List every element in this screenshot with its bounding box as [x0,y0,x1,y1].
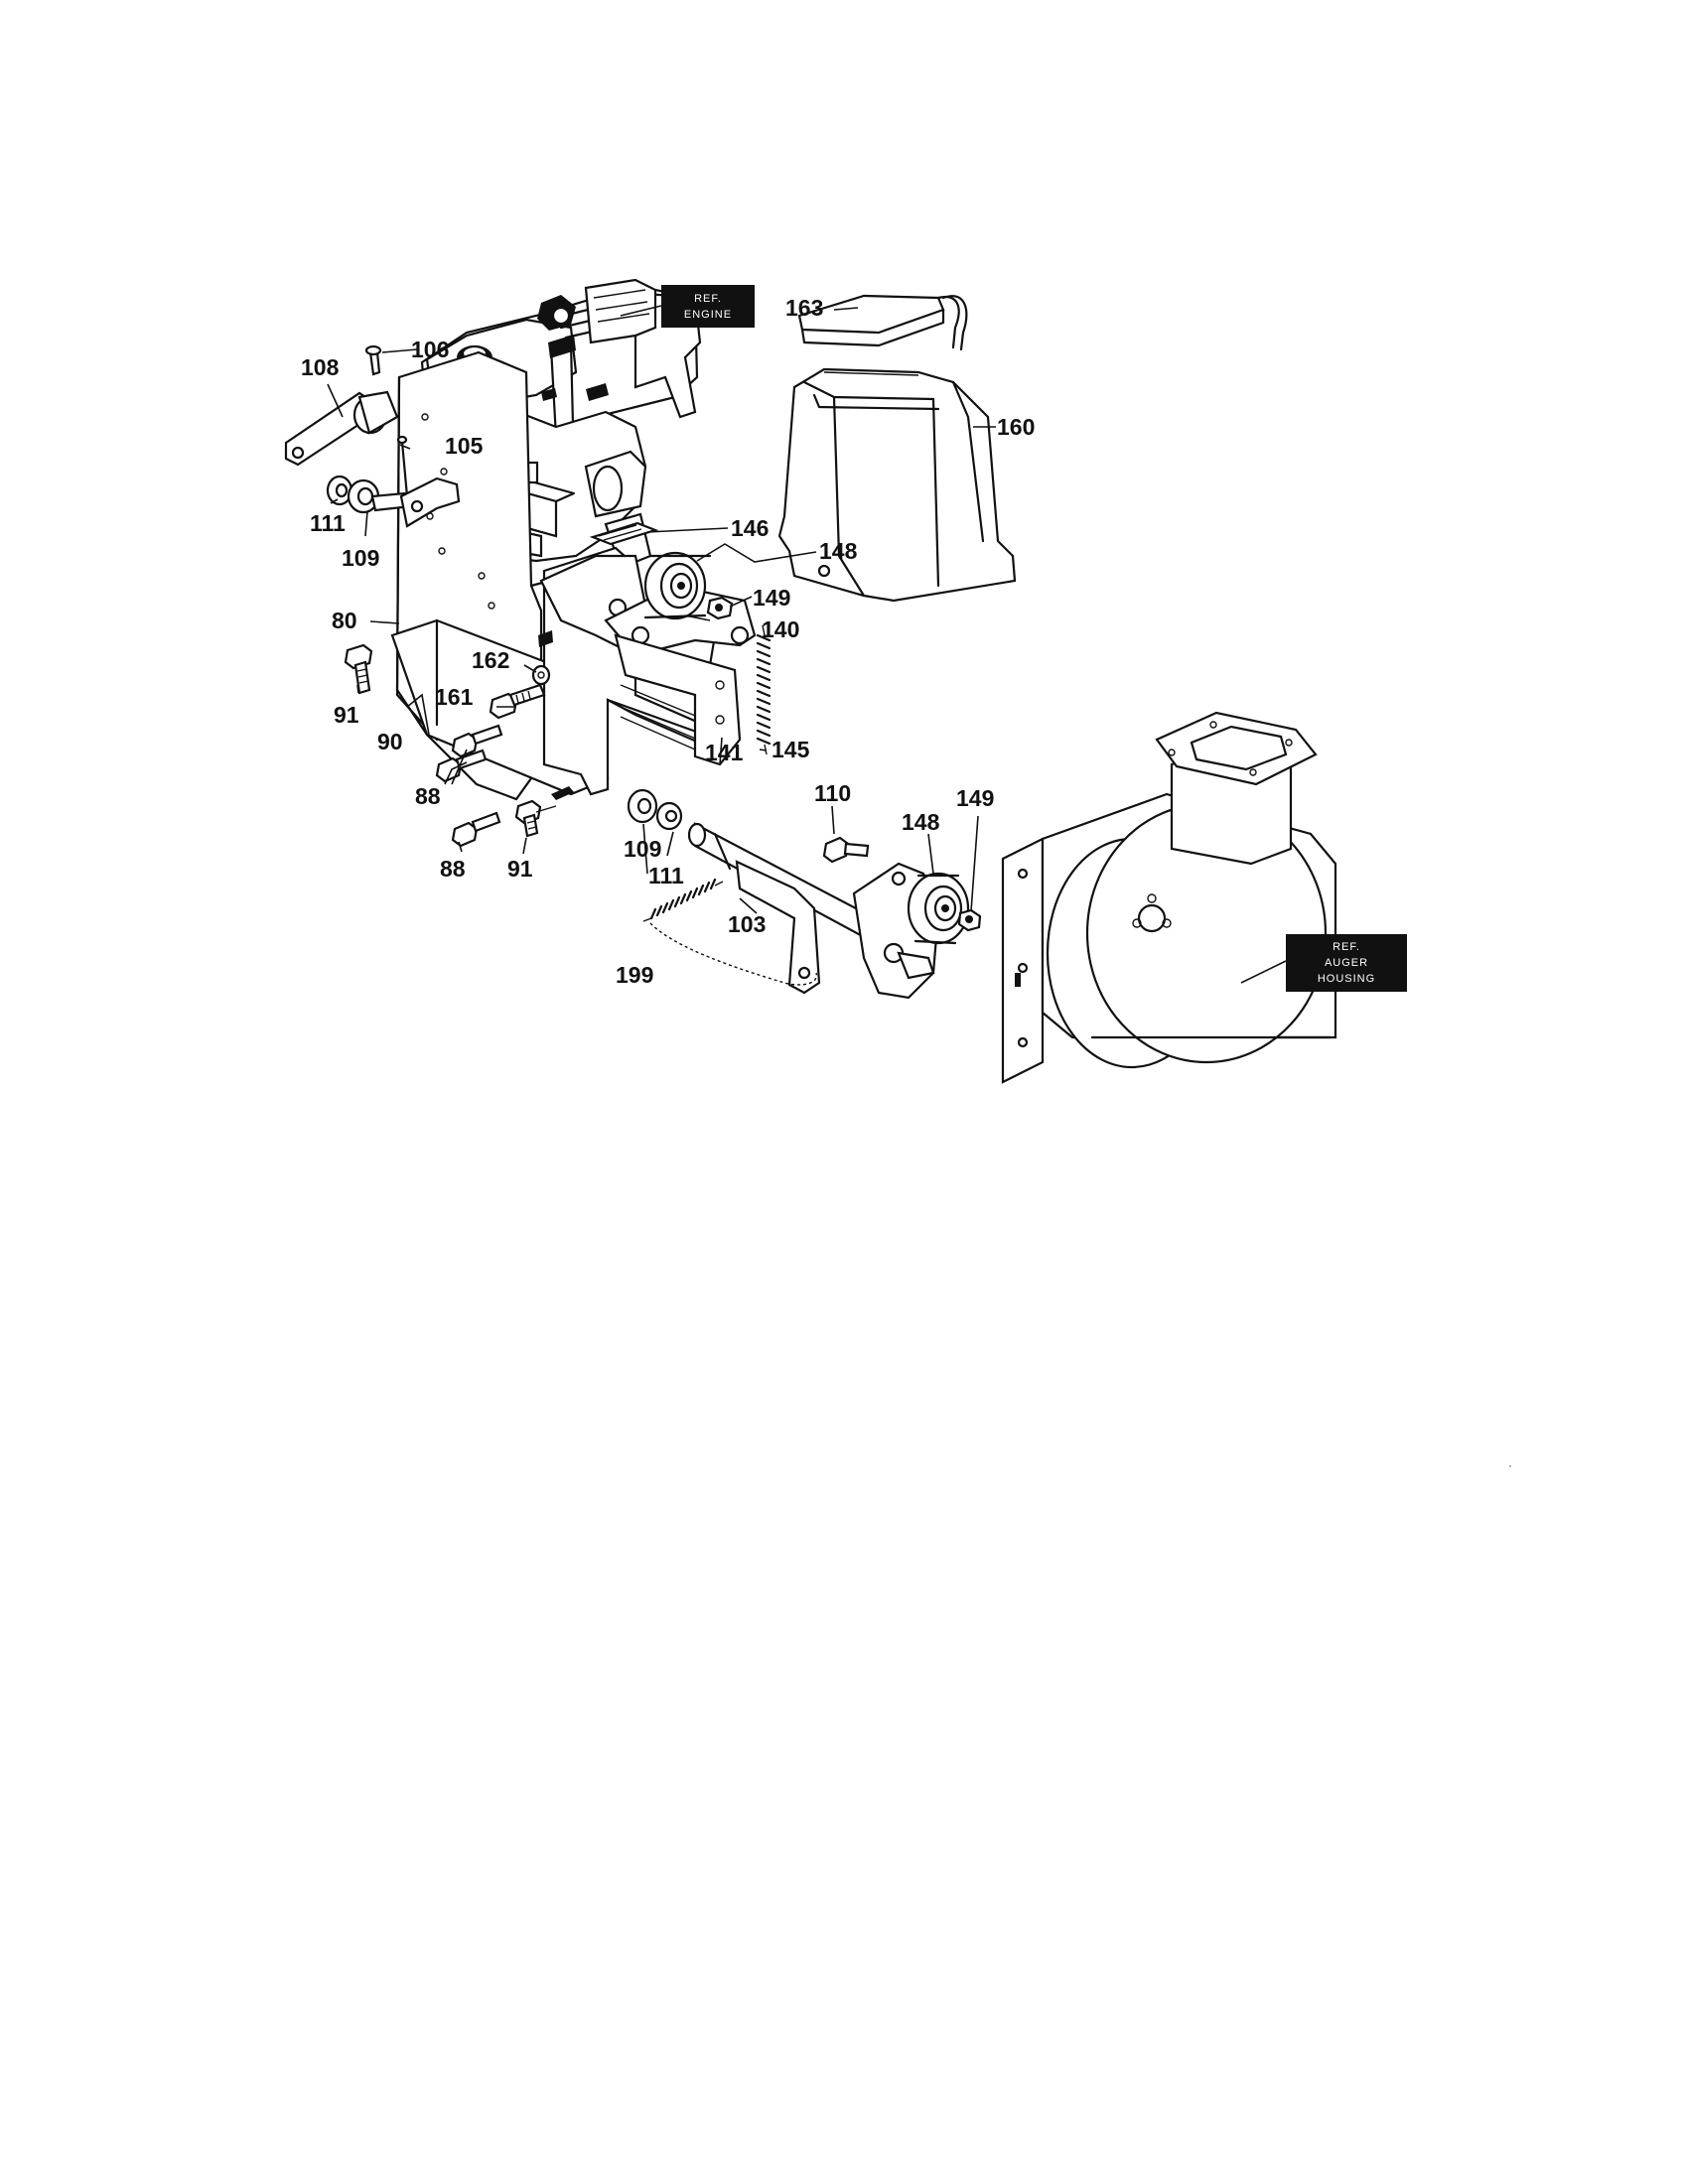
spring-199-drawing [642,878,818,986]
bearing-109-lower-drawing [627,788,658,824]
leader-lines [327,307,996,914]
part-label-103: 103 [728,911,766,937]
shaft-103-drawing [687,822,940,1000]
part-label-149-upper: 149 [753,585,790,611]
part-label-106: 106 [411,337,449,362]
bolt-88-lower-drawing [451,811,501,848]
ref-auger-line-1: REF. [1333,941,1360,953]
bolt-161-drawing [489,683,546,720]
part-label-109-lower: 109 [624,836,661,862]
chute-160-drawing [777,367,1017,603]
part-label-91-lower: 91 [507,856,533,882]
part-labels: 108 106 105 111 109 80 162 161 91 90 88 … [301,295,1035,988]
part-label-109-upper: 109 [342,545,379,571]
part-label-160: 160 [997,414,1035,440]
part-label-88-upper: 88 [415,783,441,809]
part-label-111-lower: 111 [648,863,684,888]
part-label-163: 163 [785,295,823,321]
ref-auger-line-3: HOUSING [1318,973,1375,985]
part-label-105: 105 [445,433,484,459]
part-label-111-upper: 111 [310,510,346,536]
auger-housing-drawing [1001,711,1337,1084]
ref-auger-line-2: AUGER [1325,957,1368,969]
washer-162-drawing [531,664,551,686]
scan-speck [1509,1465,1511,1467]
part-label-199: 199 [616,962,653,988]
part-label-110: 110 [814,780,851,806]
part-label-149-lower: 149 [956,785,994,811]
part-label-80: 80 [332,608,357,633]
part-label-145: 145 [772,737,810,762]
part-label-90: 90 [377,729,403,754]
ref-engine-line-2: ENGINE [684,309,732,321]
part-label-148-upper: 148 [819,538,858,564]
part-label-148-lower: 148 [902,809,940,835]
frame-drawing [390,350,757,801]
part-label-140: 140 [762,616,799,642]
nut-149-lower-drawing [957,908,982,932]
pin-105-drawing [396,435,409,498]
ref-auger-housing-box: REF. AUGER HOUSING [1240,934,1407,992]
pulley-148-lower-drawing [907,872,970,945]
washer-111-lower-drawing [655,801,683,831]
ref-engine-line-1: REF. [694,293,722,305]
ref-engine-box: REF. ENGINE [620,285,755,328]
part-label-161: 161 [435,684,474,710]
part-label-88-lower: 88 [440,856,466,882]
part-label-146: 146 [731,515,769,541]
shaft-108-drawing [284,390,399,467]
bolt-91-upper-drawing [344,643,373,695]
arm-plate-drawing [399,477,461,528]
part-label-141: 141 [705,740,744,765]
part-label-91-upper: 91 [334,702,359,728]
pin-106-drawing [364,344,382,376]
spring-145-drawing [756,624,772,755]
bolts-88-pair-drawing [435,724,503,783]
bolt-110-drawing [822,836,870,864]
bolt-91-lower-drawing [514,799,542,838]
part-label-162: 162 [472,647,509,673]
part-label-108: 108 [301,354,340,380]
cap-163-drawing [797,294,968,351]
